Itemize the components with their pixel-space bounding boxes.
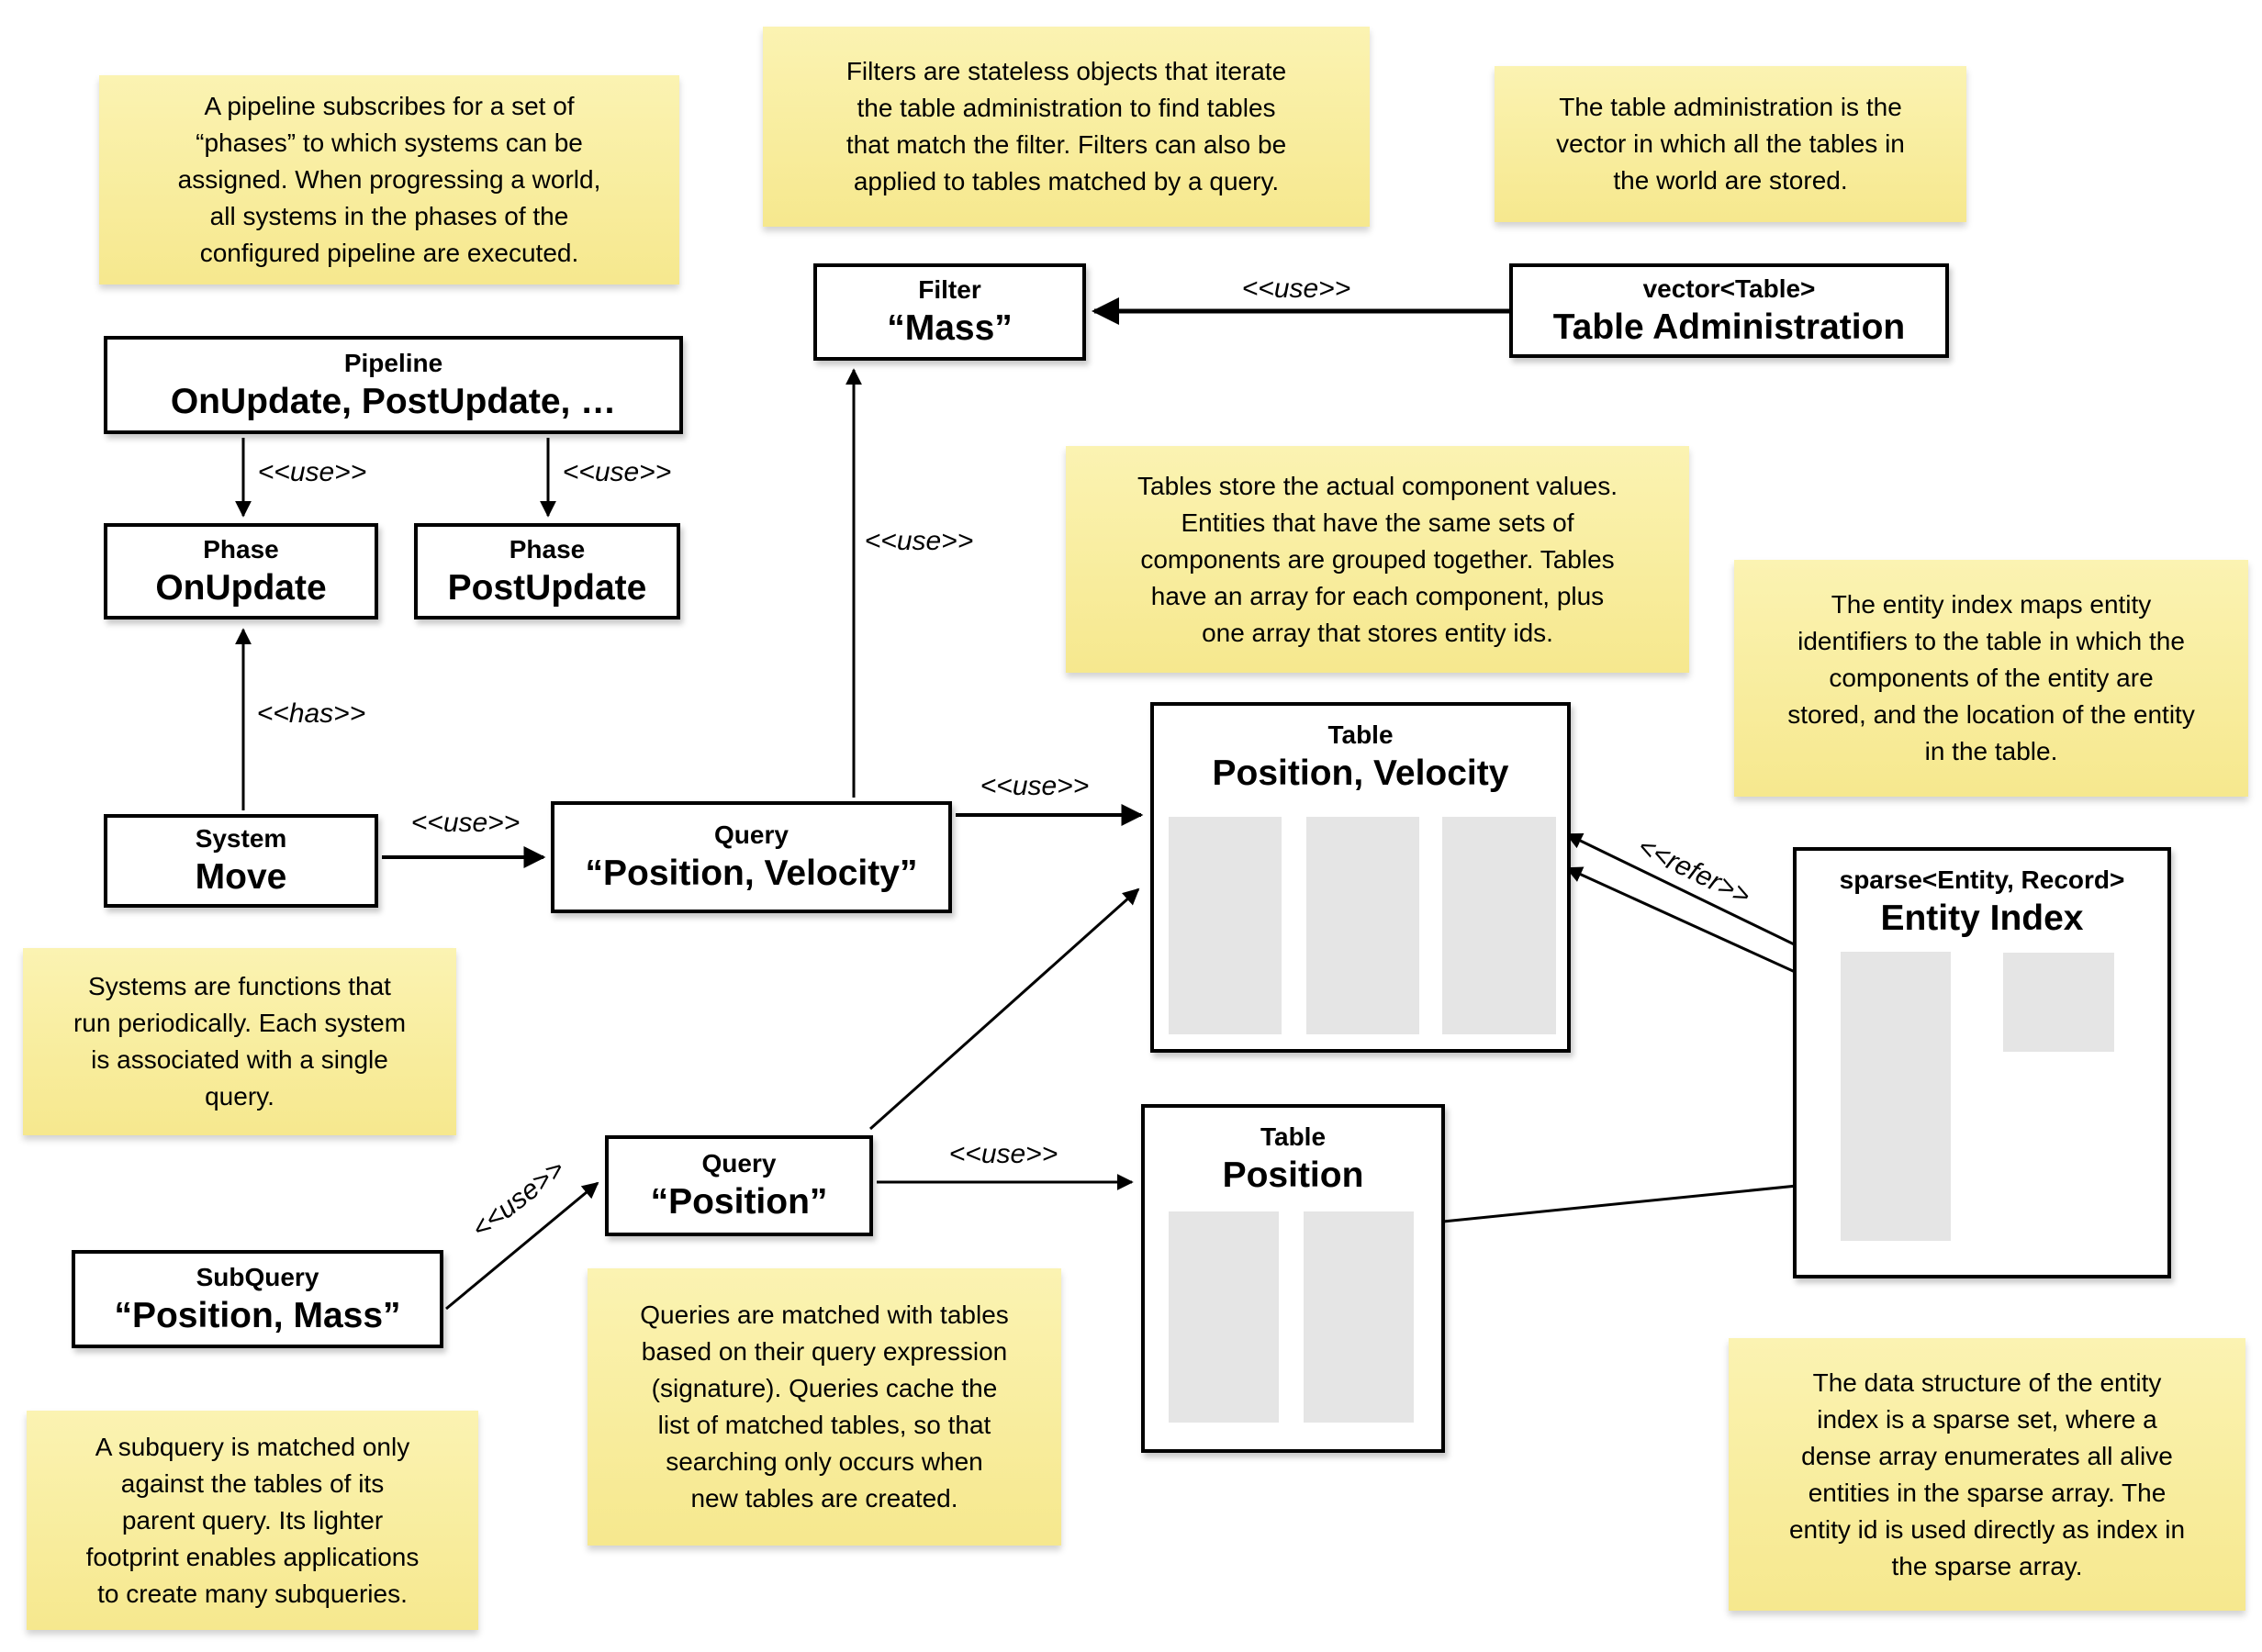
box-name: OnUpdate, PostUpdate, … xyxy=(170,381,617,421)
uml-box-pipeline: Pipeline OnUpdate, PostUpdate, … xyxy=(104,336,683,434)
uml-box-entity-index: sparse<Entity, Record> Entity Index xyxy=(1793,847,2171,1278)
box-stereotype: vector<Table> xyxy=(1642,273,1816,303)
box-stereotype: System xyxy=(195,824,287,853)
box-name: PostUpdate xyxy=(447,567,647,608)
uml-box-table-position-velocity: Table Position, Velocity xyxy=(1150,702,1571,1053)
edge-label-use: <<use>> xyxy=(864,526,974,556)
uml-box-phase-onupdate: Phase OnUpdate xyxy=(104,523,378,620)
uml-box-system-move: System Move xyxy=(104,814,378,908)
box-name: Table Administration xyxy=(1552,307,1906,347)
box-stereotype: SubQuery xyxy=(196,1262,319,1291)
component-array-slot xyxy=(1304,1211,1414,1423)
box-name: OnUpdate xyxy=(155,567,327,608)
uml-box-query-position-velocity: Query “Position, Velocity” xyxy=(551,801,952,913)
note-tables: Tables store the actual component values… xyxy=(1066,446,1689,673)
box-stereotype: Pipeline xyxy=(343,348,443,377)
uml-box-table-administration: vector<Table> Table Administration xyxy=(1509,263,1949,358)
sparse-array-slot xyxy=(1841,952,1951,1241)
edge-label-use: <<use>> xyxy=(562,457,672,487)
note-filters: Filters are stateless objects that itera… xyxy=(763,27,1370,227)
edge-entityindex-to-tablep xyxy=(1423,1179,1843,1231)
uml-box-filter-mass: Filter “Mass” xyxy=(813,263,1086,361)
note-pipeline: A pipeline subscribes for a set of “phas… xyxy=(99,75,679,285)
box-stereotype: Phase xyxy=(509,534,586,564)
edge-label-has: <<has>> xyxy=(256,698,366,729)
box-name: Position xyxy=(1222,1155,1364,1195)
box-stereotype: sparse<Entity, Record> xyxy=(1839,865,2125,894)
uml-box-subquery: SubQuery “Position, Mass” xyxy=(72,1250,443,1348)
box-name: “Position, Velocity” xyxy=(585,854,918,893)
component-array-slot xyxy=(1169,1211,1279,1423)
component-array-slot xyxy=(1442,817,1556,1034)
box-name: Entity Index xyxy=(1880,899,2084,938)
box-name: “Position” xyxy=(650,1182,828,1222)
note-systems: Systems are functions that run periodica… xyxy=(23,948,456,1135)
box-stereotype: Query xyxy=(701,1149,777,1178)
edge-label-use: <<use>> xyxy=(948,1139,1058,1169)
box-stereotype: Table xyxy=(1260,1122,1327,1151)
box-name: Position, Velocity xyxy=(1212,753,1509,793)
edge-label-use: <<use>> xyxy=(980,771,1090,801)
component-array-slot xyxy=(1169,817,1282,1034)
edge-label-use: <<use>> xyxy=(1241,273,1351,304)
edge-label-use: <<use>> xyxy=(410,808,521,838)
edge-queryp-to-tablepv xyxy=(869,887,1140,1131)
note-subquery: A subquery is matched only against the t… xyxy=(27,1411,478,1630)
box-stereotype: Query xyxy=(714,820,789,849)
box-name: “Mass” xyxy=(887,308,1013,348)
note-entity-index: The entity index maps entity identifiers… xyxy=(1734,560,2248,797)
box-name: Move xyxy=(195,857,287,897)
component-array-slot xyxy=(1306,817,1419,1034)
box-stereotype: Phase xyxy=(203,534,279,564)
box-stereotype: Table xyxy=(1327,720,1394,749)
uml-box-query-position: Query “Position” xyxy=(605,1135,873,1236)
note-sparse-set: The data structure of the entity index i… xyxy=(1729,1338,2245,1611)
note-queries: Queries are matched with tables based on… xyxy=(588,1268,1061,1546)
edge-subquery-to-queryp-use xyxy=(445,1181,599,1311)
uml-box-table-position: Table Position xyxy=(1141,1104,1445,1453)
dense-array-slot xyxy=(2003,953,2114,1052)
uml-box-phase-postupdate: Phase PostUpdate xyxy=(414,523,680,620)
box-stereotype: Filter xyxy=(918,275,981,304)
edge-label-use: <<use>> xyxy=(257,457,367,487)
note-table-admin: The table administration is the vector i… xyxy=(1495,66,1966,222)
box-name: “Position, Mass” xyxy=(114,1295,401,1335)
